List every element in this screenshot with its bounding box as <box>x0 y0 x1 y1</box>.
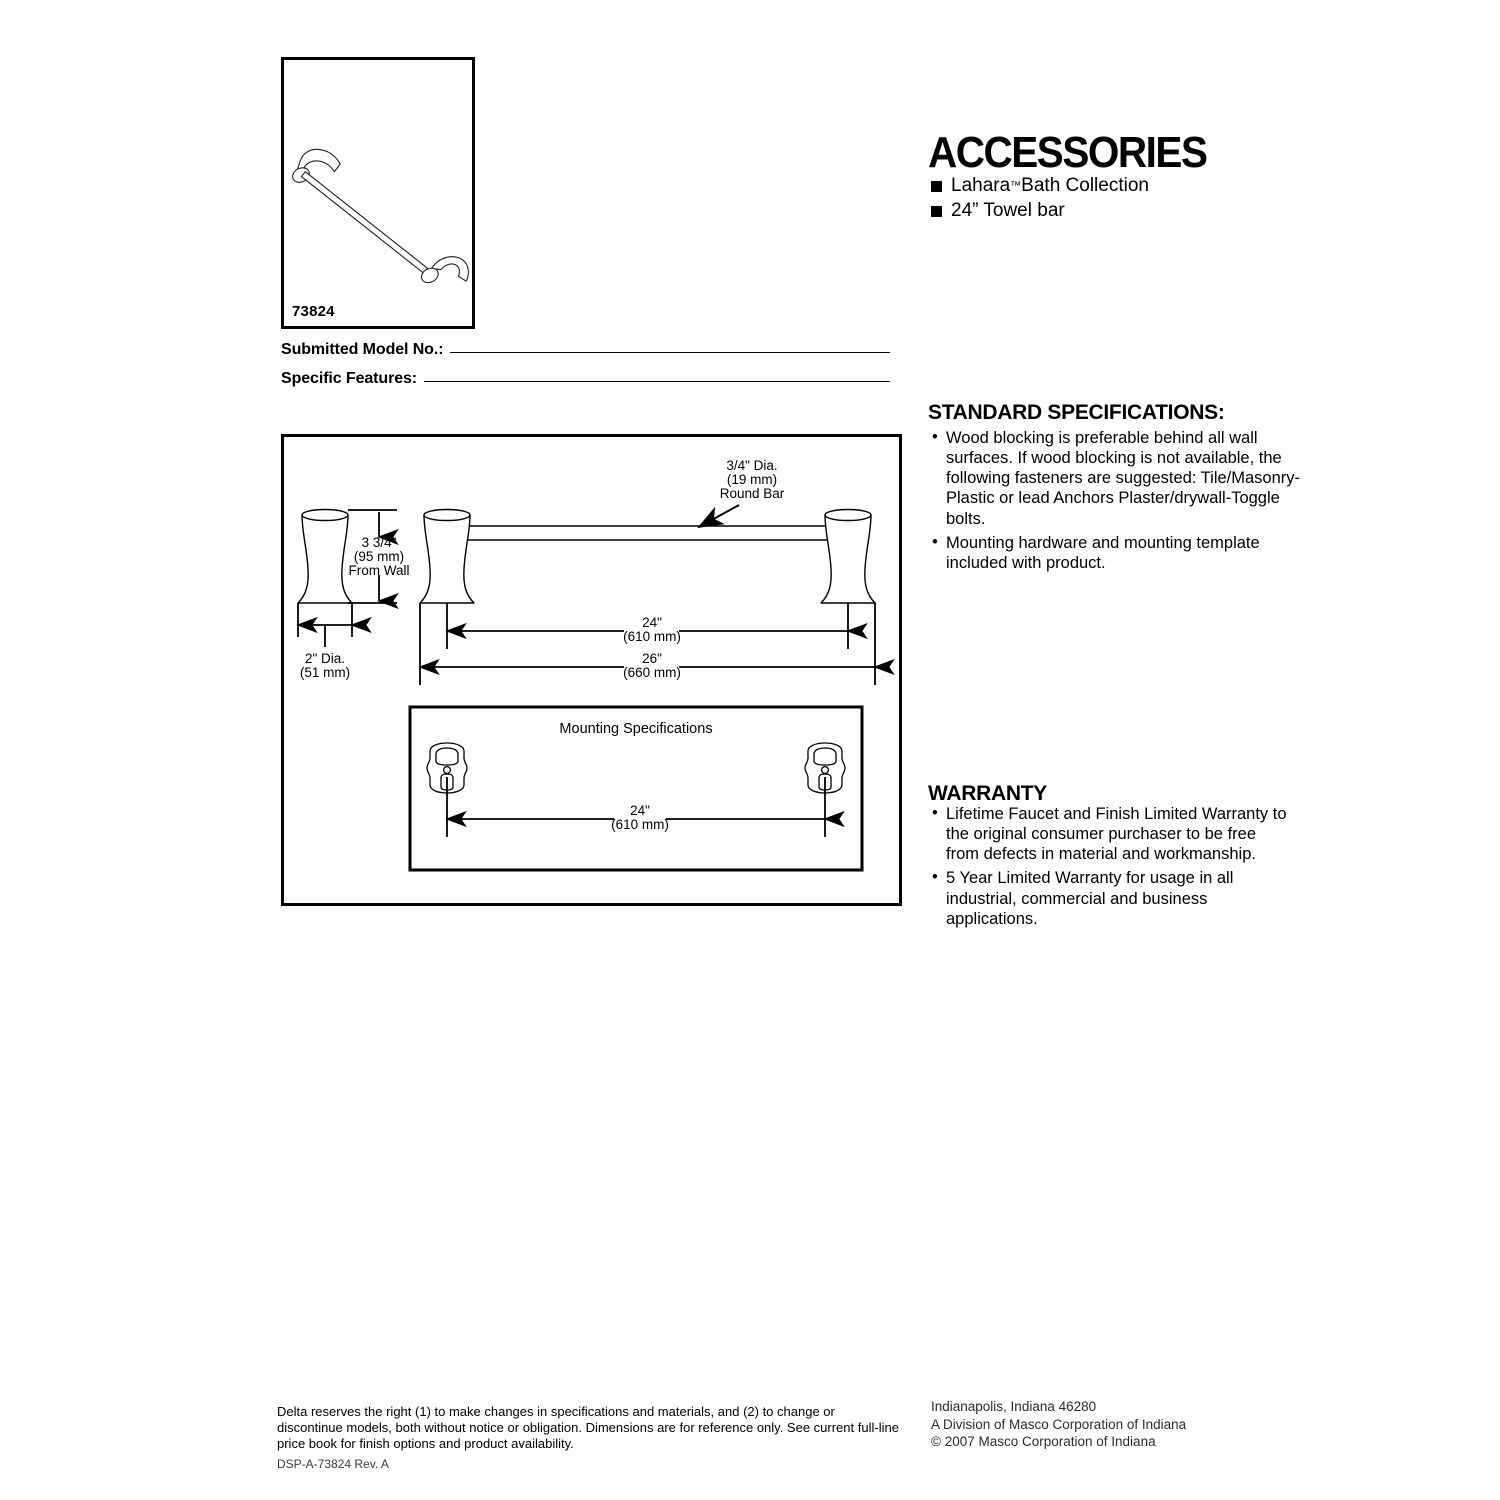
submitted-model-no-label: Submitted Model No.: <box>281 341 444 358</box>
dim-center-line2: (610 mm) <box>623 629 681 644</box>
dim-center-line1: 24" <box>642 615 662 630</box>
mounting-specifications-title: Mounting Specifications <box>559 721 712 737</box>
mounting-dim-line1: 24" <box>630 803 650 818</box>
specific-features-label: Specific Features: <box>281 370 418 387</box>
callout-from-wall-line3: From Wall <box>349 563 410 578</box>
technical-drawing-frame: 3 3/4" (95 mm) From Wall 2" Dia. (51 mm) <box>281 434 902 906</box>
mounting-specifications-box <box>408 705 864 872</box>
callout-post-dia-line1: 2" Dia. <box>305 651 345 666</box>
footer-company-address: Indianapolis, Indiana 46280 A Division o… <box>931 1398 1186 1451</box>
subtitle-collection-name: Lahara <box>951 175 1011 196</box>
towel-bar-perspective-icon <box>292 148 469 284</box>
footer-address-line-3: © 2007 Masco Corporation of Indiana <box>931 1434 1156 1450</box>
list-item: Wood blocking is preferable behind all w… <box>932 427 1302 529</box>
subtitle-collection-suffix: Bath Collection <box>1021 175 1149 196</box>
footer-document-number: DSP-A-73824 Rev. A <box>277 1457 389 1471</box>
standard-specifications-list: Wood blocking is preferable behind all w… <box>932 427 1302 577</box>
technical-drawing: 3 3/4" (95 mm) From Wall 2" Dia. (51 mm) <box>296 458 895 872</box>
product-image-box: 73824 <box>281 57 475 329</box>
submitted-model-no-field[interactable]: Submitted Model No.: <box>281 341 891 359</box>
callout-round-bar-line2: (19 mm) <box>727 472 777 487</box>
list-item: Lifetime Faucet and Finish Limited Warra… <box>932 803 1290 864</box>
callout-round-bar-line3: Round Bar <box>720 486 785 501</box>
footer-disclaimer: Delta reserves the right (1) to make cha… <box>277 1404 899 1452</box>
subtitle-product-label: 24” Towel bar <box>951 200 1065 221</box>
list-item: Mounting hardware and mounting template … <box>932 532 1302 573</box>
callout-from-wall-line1: 3 3/4" <box>362 535 397 550</box>
dim-overall-line1: 26" <box>642 651 662 666</box>
square-bullet-icon <box>931 180 942 192</box>
callout-post-dia-line2: (51 mm) <box>300 665 350 680</box>
page-title: ACCESSORIES <box>928 128 1208 177</box>
callout-from-wall-line2: (95 mm) <box>354 549 404 564</box>
warranty-list: Lifetime Faucet and Finish Limited Warra… <box>932 803 1290 933</box>
specific-features-input[interactable] <box>424 380 891 382</box>
submitted-model-no-input[interactable] <box>450 351 891 353</box>
footer-address-line-2: A Division of Masco Corporation of India… <box>931 1416 1187 1432</box>
standard-specifications-heading: STANDARD SPECIFICATIONS: <box>928 401 1225 424</box>
callout-round-bar-line1: 3/4" Dia. <box>726 458 777 473</box>
warranty-heading: WARRANTY <box>928 782 1047 805</box>
specific-features-field[interactable]: Specific Features: <box>281 370 891 388</box>
subtitle-product-type: 24” Towel bar <box>931 200 1065 222</box>
callout-round-bar-leader <box>697 504 740 528</box>
mounting-dim-line2: (610 mm) <box>611 817 669 832</box>
list-item: 5 Year Limited Warranty for usage in all… <box>932 867 1290 928</box>
trademark-icon: ™ <box>1010 180 1022 192</box>
dim-overall-line2: (660 mm) <box>623 665 681 680</box>
square-bullet-icon <box>931 205 942 217</box>
product-model-number: 73824 <box>292 303 335 320</box>
footer-address-line-1: Indianapolis, Indiana 46280 <box>931 1399 1097 1414</box>
